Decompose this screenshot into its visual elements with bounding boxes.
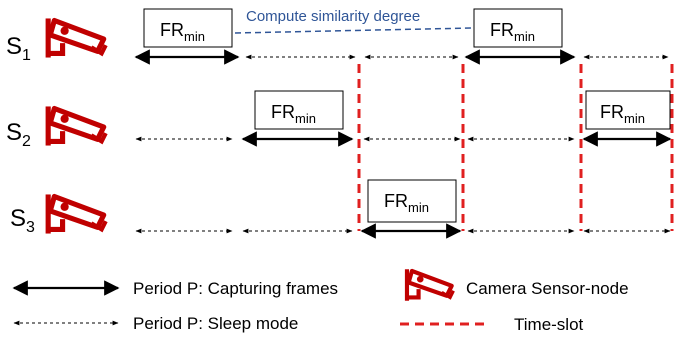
frame-box: FRmin (585, 90, 671, 130)
legend-sleep-label: Period P: Sleep mode (133, 314, 298, 333)
camera-icon (48, 194, 106, 233)
sensor-label-1: S1 (6, 33, 31, 64)
sensor-label-3: S3 (10, 205, 35, 236)
camera-icon (48, 18, 106, 57)
svg-text:S2: S2 (6, 119, 31, 150)
legend-camera-label: Camera Sensor-node (466, 279, 629, 298)
svg-text:FRmin: FRmin (490, 20, 535, 44)
svg-text:FRmin: FRmin (160, 20, 205, 44)
svg-text:FRmin: FRmin (271, 102, 316, 126)
sensor-label-2: S2 (6, 119, 31, 150)
annotation-text: Compute similarity degree (246, 8, 420, 25)
legend-capturing-label: Period P: Capturing frames (133, 279, 338, 298)
svg-text:FRmin: FRmin (384, 191, 429, 215)
svg-text:S3: S3 (10, 205, 35, 236)
frame-box: FRmin (473, 8, 563, 48)
svg-text:S1: S1 (6, 33, 31, 64)
camera-icon (48, 106, 106, 145)
frame-box: FRmin (143, 8, 233, 48)
legend-timeslot-label: Time-slot (514, 315, 584, 334)
frame-box: FRmin (367, 179, 457, 223)
svg-text:FRmin: FRmin (600, 102, 645, 126)
time-slot-lines (357, 64, 674, 231)
frame-box: FRmin (254, 90, 344, 130)
similarity-link (234, 27, 473, 34)
camera-icon (407, 269, 453, 300)
